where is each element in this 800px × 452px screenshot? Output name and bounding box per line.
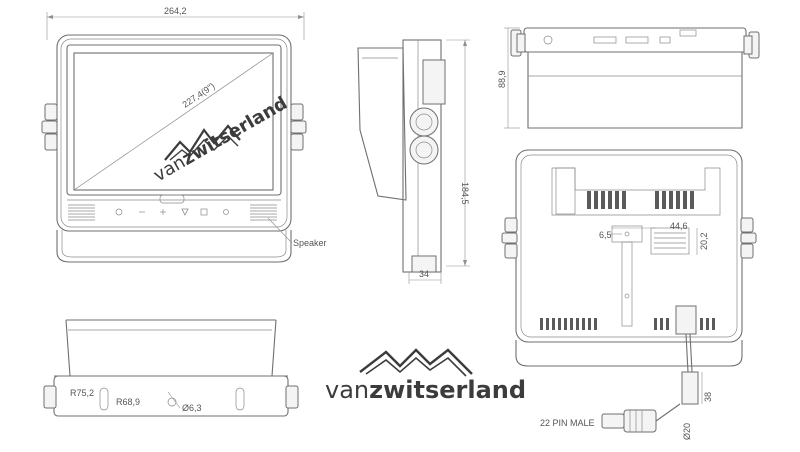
back-view: 44,6 6,5 20,2 38 Ø20 [501, 149, 757, 440]
back-vents-bottom [540, 318, 715, 330]
connector-plug [681, 371, 699, 405]
width-dimension-label: 264,2 [164, 6, 187, 16]
connector-housing [675, 305, 697, 335]
screen-logo: vanzwitserland [150, 93, 291, 187]
left-knob [41, 103, 58, 151]
down-button-icon [181, 208, 189, 216]
mountain-logo-icon [164, 124, 241, 161]
pin-connector-drawing [601, 403, 681, 433]
bracket-stand [56, 230, 292, 263]
connector-diameter-label: Ø20 [682, 423, 692, 440]
top-hole [543, 35, 553, 45]
back-right-offset-label: 20,2 [699, 232, 709, 250]
ir-sensor [159, 194, 185, 204]
back-spacing-label: 44,6 [670, 221, 688, 231]
top-body [527, 52, 743, 129]
bottom-hole [167, 397, 177, 407]
back-vents-right [655, 191, 694, 209]
top-port-1 [593, 36, 617, 44]
right-speaker-grille [250, 204, 277, 221]
back-right-knob [740, 217, 757, 259]
bottom-slot-left [99, 387, 109, 411]
power-button-icon [115, 208, 123, 216]
radius-outer-label: R75,2 [70, 388, 94, 398]
left-speaker-grille [68, 204, 95, 221]
screen-diagonal [73, 52, 274, 191]
front-view: 264,2 227,4(9") [41, 6, 327, 263]
side-clip [422, 59, 446, 105]
source-button-icon [223, 209, 229, 215]
hole-diameter-label: Ø6,3 [182, 403, 202, 413]
back-offset-label: 6,5 [599, 230, 612, 240]
top-right-knob [743, 31, 760, 59]
top-port-2 [625, 36, 649, 44]
right-knob [290, 103, 307, 151]
menu-button-icon [200, 208, 208, 216]
speaker-leader [267, 217, 293, 244]
back-left-knob [501, 217, 518, 259]
radius-inner-label: R68,9 [116, 397, 140, 407]
side-rear-shell [357, 47, 407, 201]
top-left-knob [510, 29, 526, 57]
height-dimension-label: 184,5 [460, 182, 470, 205]
top-port-3 [659, 36, 671, 44]
control-buttons [115, 208, 229, 216]
speaker-label: Speaker [293, 238, 327, 248]
depth-dimension-label: 34 [419, 269, 429, 279]
connector-length-label: 38 [703, 392, 713, 402]
top-height-dimension-label: 88,9 [497, 70, 507, 88]
back-stand [515, 340, 743, 367]
top-view: 88,9 [497, 27, 760, 129]
brand-logo-text: vanzwitserland [325, 376, 526, 404]
connector-label: 22 PIN MALE [540, 418, 595, 428]
mountain-logo-icon [359, 348, 473, 375]
side-knob [409, 107, 439, 165]
top-clip [679, 29, 697, 37]
screen-logo-text: vanzwitserland [150, 93, 291, 187]
bottom-view: R75,2 R68,9 Ø6,3 [43, 319, 299, 417]
back-vents-left [587, 191, 626, 209]
bottom-slot-right [235, 387, 245, 411]
side-foot [411, 255, 437, 273]
side-view: 184,5 34 [357, 39, 470, 284]
bottom-right-knob [285, 385, 299, 409]
bottom-left-knob [43, 385, 57, 409]
back-mount-rail [621, 241, 633, 327]
back-label-plate [650, 227, 690, 255]
brand-logo: vanzwitserland [325, 348, 526, 404]
connector-cable [675, 305, 699, 405]
top-panel [523, 27, 747, 53]
screen-area [73, 52, 274, 191]
monitor-housing [56, 34, 292, 232]
